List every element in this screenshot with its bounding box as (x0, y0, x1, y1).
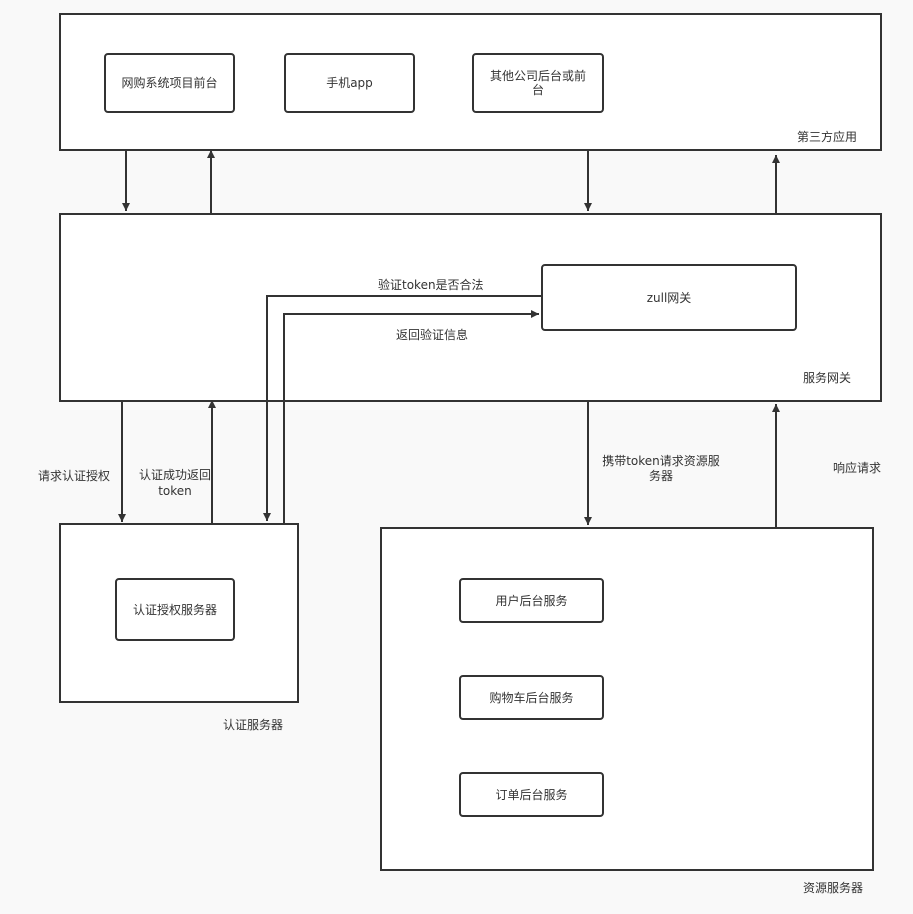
arrow-return-verify (283, 310, 539, 523)
request-auth-label: 请求认证授权 (38, 469, 111, 483)
auth-server-node: 认证授权服务器 (115, 578, 235, 641)
resource-container-label: 资源服务器 (803, 881, 864, 895)
user-service-node: 用户后台服务 (459, 578, 604, 623)
carry-token-label-line1: 携带token请求资源服 (602, 454, 720, 468)
mobile-app-node: 手机app (284, 53, 415, 113)
auth-success-label-line2: token (158, 484, 192, 498)
respond-label: 响应请求 (833, 461, 882, 475)
order-service-node: 订单后台服务 (459, 772, 604, 817)
other-company-node: 其他公司后台或前台 (472, 53, 604, 113)
auth-success-label-line1: 认证成功返回 (138, 468, 211, 482)
carry-token-label-line2: 务器 (648, 469, 673, 483)
arrow-verify-token (263, 295, 541, 521)
web-frontend-node: 网购系统项目前台 (104, 53, 235, 113)
gateway-label: 服务网关 (803, 371, 852, 385)
return-verify-label: 返回验证信息 (396, 328, 469, 342)
zull-gateway-node: zull网关 (541, 264, 797, 331)
carry-token-label: 携带token请求资源服 务器 (598, 454, 724, 483)
third-party-label: 第三方应用 (797, 130, 858, 144)
verify-token-label: 验证token是否合法 (378, 278, 484, 292)
cart-service-node: 购物车后台服务 (459, 675, 604, 720)
auth-container-label: 认证服务器 (223, 718, 284, 732)
auth-success-label: 认证成功返回 token (137, 468, 213, 498)
